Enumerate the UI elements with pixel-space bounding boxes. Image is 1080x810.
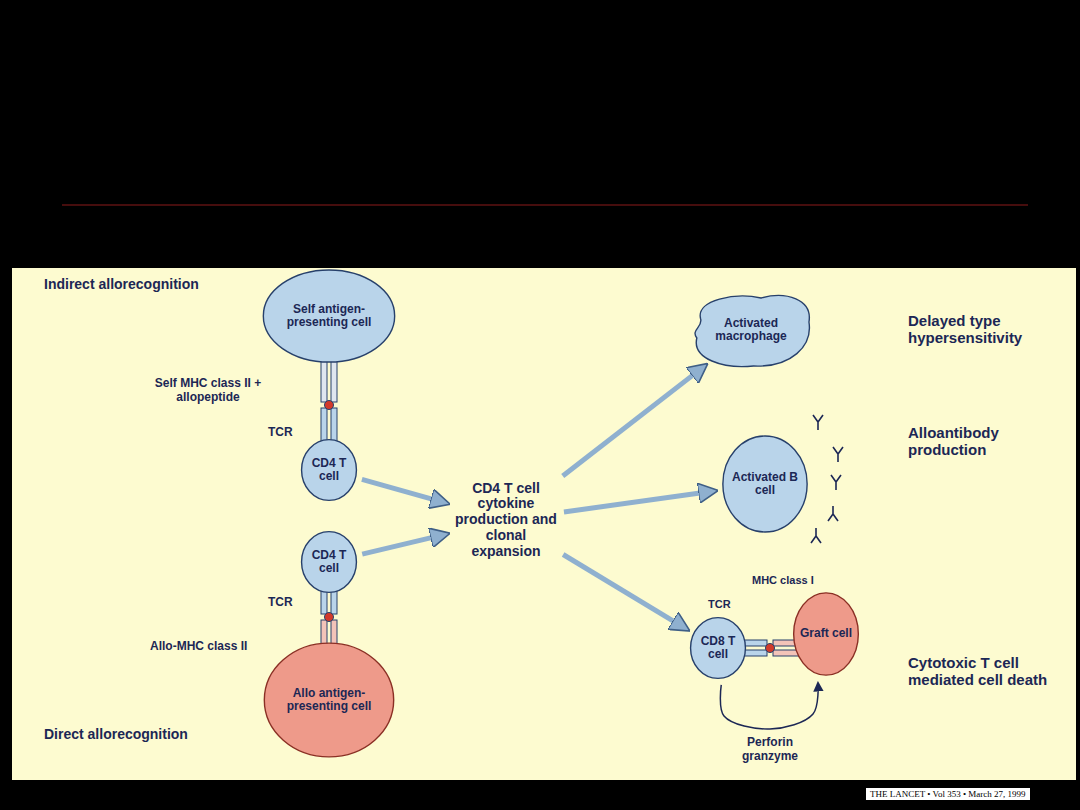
source-credit: THE LANCET • Vol 353 • March 27, 1999	[866, 788, 1030, 800]
cell-label: CD4 T cell	[306, 549, 352, 576]
antigen-presenting-cell: Allo antigen-presenting cell	[263, 642, 395, 758]
text-wrap: CD4 T cell	[306, 549, 352, 576]
cell-shape	[723, 436, 807, 532]
macrophage-cell: Activated macrophage	[688, 290, 814, 370]
cell-label: Activated macrophage	[703, 317, 799, 344]
text-wrap: Activated macrophage	[703, 317, 799, 344]
molecule-label: Allo-MHC class II	[150, 640, 280, 654]
text-wrap: Self antigen-presenting cell	[280, 303, 379, 330]
text-wrap: CD8 T cell	[695, 635, 741, 662]
text-wrap: CD4 T cell	[306, 457, 352, 484]
text-wrap: Allo antigen-presenting cell	[282, 687, 377, 714]
cell-shape	[691, 618, 746, 679]
outcome-label: Cytotoxic T cell mediated cell death	[908, 654, 1073, 689]
t-cell: CD4 T cell	[301, 439, 357, 501]
receptor-symbol	[321, 590, 337, 646]
process-text-box: CD4 T cell cytokine production and clona…	[454, 455, 558, 585]
receptor-label: TCR	[708, 598, 738, 611]
outcome-label: Delayed type hypersensitivity	[908, 312, 1063, 347]
cell-shape	[263, 270, 394, 362]
cell-shape	[302, 532, 357, 593]
section-heading: Direct allorecognition	[44, 726, 264, 742]
cell-label: Activated B cell	[731, 471, 800, 498]
edge-label: Perforin granzyme	[727, 736, 813, 764]
cell-label: Self antigen-presenting cell	[280, 303, 379, 330]
t-cell: CD4 T cell	[301, 531, 357, 593]
cell-label: CD4 T cell	[306, 457, 352, 484]
cell-label: CD4 T cell cytokine production and clona…	[454, 481, 558, 559]
molecule-label: Self MHC class II + allopeptide	[150, 377, 266, 405]
cell-shape	[794, 593, 859, 675]
antibody-symbol	[811, 415, 843, 543]
cell-label: Graft cell	[800, 627, 853, 640]
connector-arrow	[563, 554, 686, 629]
cell-shape	[302, 440, 357, 501]
connector-arrow	[564, 491, 714, 512]
molecule-label: MHC class I	[752, 574, 832, 587]
receptor-label: TCR	[268, 426, 300, 440]
cell-shape	[695, 296, 809, 367]
figure-panel	[12, 268, 1076, 780]
text-wrap: CD4 T cell cytokine production and clona…	[454, 481, 558, 559]
receptor-symbol	[743, 640, 799, 656]
receptor-label: TCR	[268, 596, 300, 610]
receptor-symbol	[321, 360, 337, 442]
text-wrap: Activated B cell	[731, 471, 800, 498]
connector-arrow	[563, 366, 705, 476]
connector-arrow	[362, 534, 446, 554]
cell-shape	[264, 643, 393, 757]
connector-arrow	[362, 479, 446, 503]
b-cell: Activated B cell	[722, 435, 808, 533]
antigen-presenting-cell: Self antigen-presenting cell	[262, 269, 396, 363]
rule-line	[62, 204, 1028, 205]
cell-label: CD8 T cell	[695, 635, 741, 662]
connector-arrow	[720, 683, 818, 729]
text-wrap: Graft cell	[800, 627, 853, 640]
outcome-label: Alloantibody production	[908, 424, 1043, 459]
cell-label: Allo antigen-presenting cell	[282, 687, 377, 714]
graft-cell: Graft cell	[793, 592, 859, 676]
section-heading: Indirect allorecognition	[44, 276, 264, 292]
t-cell: CD8 T cell	[690, 617, 746, 679]
